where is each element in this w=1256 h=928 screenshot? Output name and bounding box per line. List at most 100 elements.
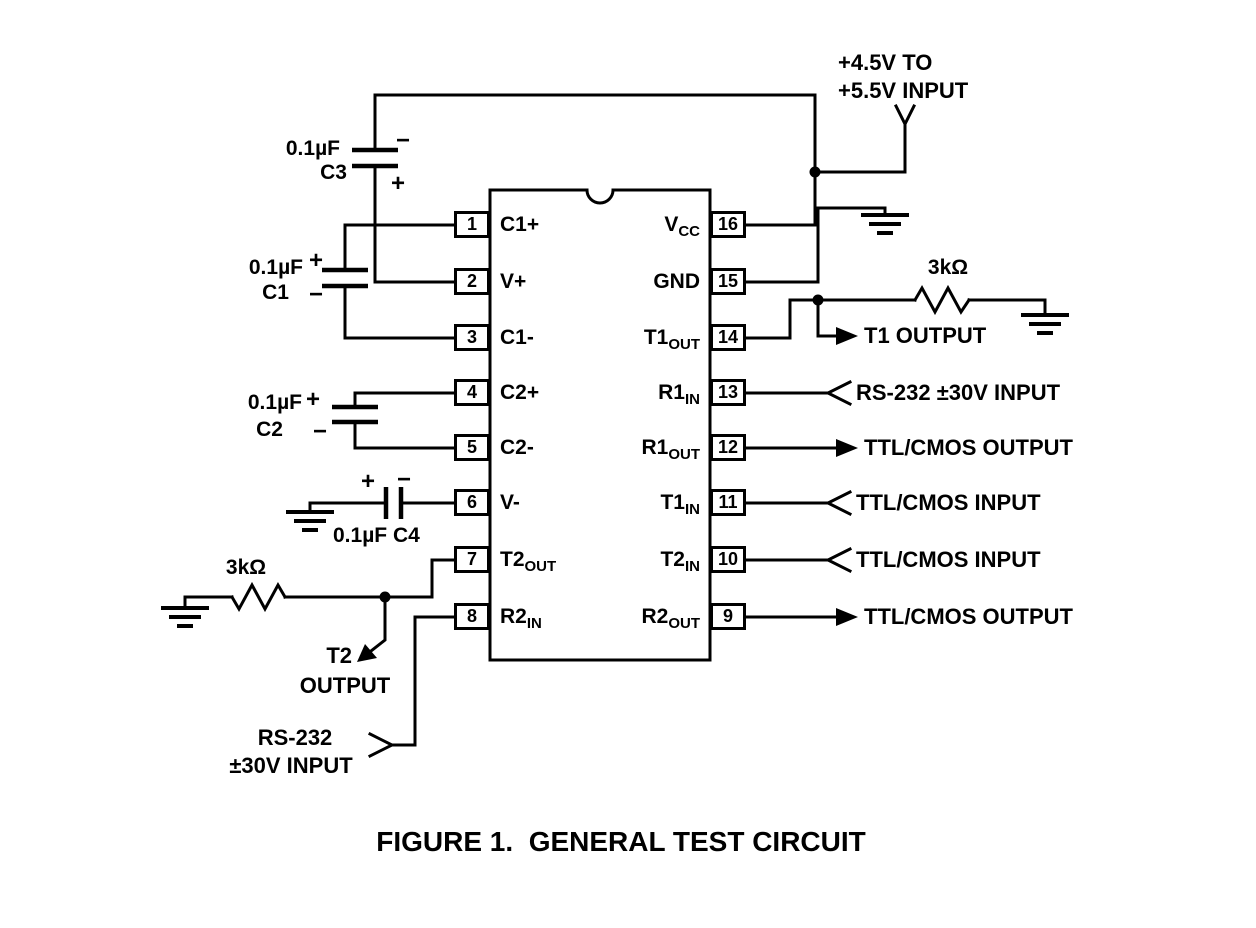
c2-minus-sign: − — [312, 418, 327, 445]
r2-output-arrow-icon — [836, 608, 858, 626]
pin-name-subscript: IN — [685, 501, 700, 518]
pin-label-r1out: R1OUT — [641, 434, 700, 463]
pin-box-16: 16 — [710, 211, 746, 238]
pin-label-t2in: T2IN — [660, 546, 700, 575]
pin-name: C2+ — [500, 381, 540, 404]
pin-box-6: 6 — [454, 489, 490, 516]
pin-label-r2out: R2OUT — [641, 603, 700, 632]
pin-name-subscript: OUT — [524, 558, 557, 575]
pin-name: GND — [653, 270, 700, 293]
pin-name: T2 — [660, 548, 685, 571]
c3-minus-sign: − — [395, 127, 410, 154]
pin-number: 13 — [717, 382, 739, 402]
r2-output-net — [744, 608, 858, 626]
figure-title: FIGURE 1. GENERAL TEST CIRCUIT — [376, 826, 866, 857]
t1-output-net — [744, 284, 1069, 345]
pin-label-c2-plus: C2+ — [500, 379, 539, 407]
ground-symbol-t2 — [161, 606, 209, 628]
ground-symbol-t1 — [1021, 313, 1069, 335]
pin-name: T2 — [500, 548, 525, 571]
pin-box-9: 9 — [710, 603, 746, 630]
t2-output-label-line1: T2 — [326, 643, 352, 668]
capacitor-c4-net — [286, 487, 456, 532]
r1-input-arrow-icon — [824, 379, 853, 407]
c2-name-label: C2 — [256, 418, 283, 441]
r1-output-net — [744, 439, 858, 457]
pin-box-15: 15 — [710, 268, 746, 295]
c1-name-label: C1 — [262, 281, 289, 304]
pin-name: C1+ — [500, 213, 540, 236]
t1-output-label: T1 OUTPUT — [864, 323, 987, 348]
pin-number: 8 — [466, 606, 477, 626]
pin-box-2: 2 — [454, 268, 490, 295]
pin-box-10: 10 — [710, 546, 746, 573]
pin-name-subscript: CC — [678, 223, 700, 240]
c1-minus-sign: − — [308, 281, 323, 308]
t2-output-net — [161, 558, 456, 662]
pin-name-subscript: IN — [685, 558, 700, 575]
pin-name-subscript: OUT — [668, 336, 700, 353]
c3-name-label: C3 — [320, 161, 347, 184]
pin-name: V — [664, 213, 679, 236]
t2-output-arrow-icon — [357, 644, 377, 662]
pin-box-7: 7 — [454, 546, 490, 573]
c4-plus-sign: + — [360, 468, 375, 495]
r1-input-label: RS-232 ±30V INPUT — [856, 380, 1061, 405]
pin-name-subscript: IN — [685, 391, 700, 408]
c3-value-label: 0.1µF — [285, 137, 340, 160]
pin-name-subscript: IN — [526, 615, 542, 632]
pin-name: C2- — [500, 436, 534, 459]
pin-name: R2 — [500, 605, 527, 628]
r2-input-label-line2: ±30V INPUT — [229, 753, 353, 778]
pin-box-4: 4 — [454, 379, 490, 406]
pin-box-13: 13 — [710, 379, 746, 406]
c4-minus-sign: − — [396, 466, 411, 493]
pin-box-8: 8 — [454, 603, 490, 630]
pin-name-subscript: OUT — [668, 615, 700, 632]
t2-output-label-line2: OUTPUT — [299, 673, 391, 698]
r1-output-arrow-icon — [836, 439, 858, 457]
pin-name-subscript: OUT — [668, 446, 700, 463]
resistor-t2-zigzag — [229, 581, 288, 613]
ic-body — [488, 186, 712, 662]
pin-box-1: 1 — [454, 211, 490, 238]
pin-label-c2-minus: C2- — [500, 434, 534, 462]
t2-input-label: TTL/CMOS INPUT — [856, 547, 1041, 572]
r2-output-label: TTL/CMOS OUTPUT — [864, 604, 1073, 629]
pin-number: 2 — [466, 271, 477, 291]
capacitor-c2-net — [332, 391, 456, 450]
pin-name: T1 — [643, 326, 669, 349]
pin-label-r1in: R1IN — [658, 379, 700, 408]
pin-number: 3 — [466, 327, 477, 347]
pin-number: 4 — [466, 382, 477, 402]
pin-label-v-plus: V+ — [500, 268, 526, 296]
resistor-t1-zigzag — [912, 284, 972, 316]
c2-plus-sign: + — [305, 386, 320, 413]
supply-label-line1: +4.5V TO — [838, 50, 933, 75]
pin-label-c1-plus: C1+ — [500, 211, 539, 239]
t2-input-net — [744, 546, 853, 574]
pin-label-v-minus: V- — [500, 489, 520, 517]
resistor-t1-value-label: 3kΩ — [927, 256, 969, 279]
c1-plus-sign: + — [308, 247, 323, 274]
pin-name: R1 — [658, 381, 685, 404]
pin-box-12: 12 — [710, 434, 746, 461]
pin-number: 7 — [466, 549, 477, 569]
pin-label-vcc: VCC — [664, 211, 700, 240]
t2-input-arrow-icon — [824, 546, 853, 574]
pin-box-5: 5 — [454, 434, 490, 461]
supply-terminal-icon — [893, 103, 917, 128]
pin-number: 9 — [722, 606, 733, 626]
pin-name: V+ — [500, 270, 527, 293]
pin-name: T1 — [660, 491, 685, 514]
t1-output-arrow-icon — [836, 327, 858, 345]
pin-box-3: 3 — [454, 324, 490, 351]
pin-label-t1out: T1OUT — [643, 324, 700, 353]
pin-number: 12 — [717, 437, 739, 457]
pin-name: R2 — [641, 605, 669, 628]
pin-number: 10 — [717, 549, 739, 569]
r1-output-label: TTL/CMOS OUTPUT — [864, 435, 1073, 460]
pin-number: 15 — [717, 271, 739, 291]
